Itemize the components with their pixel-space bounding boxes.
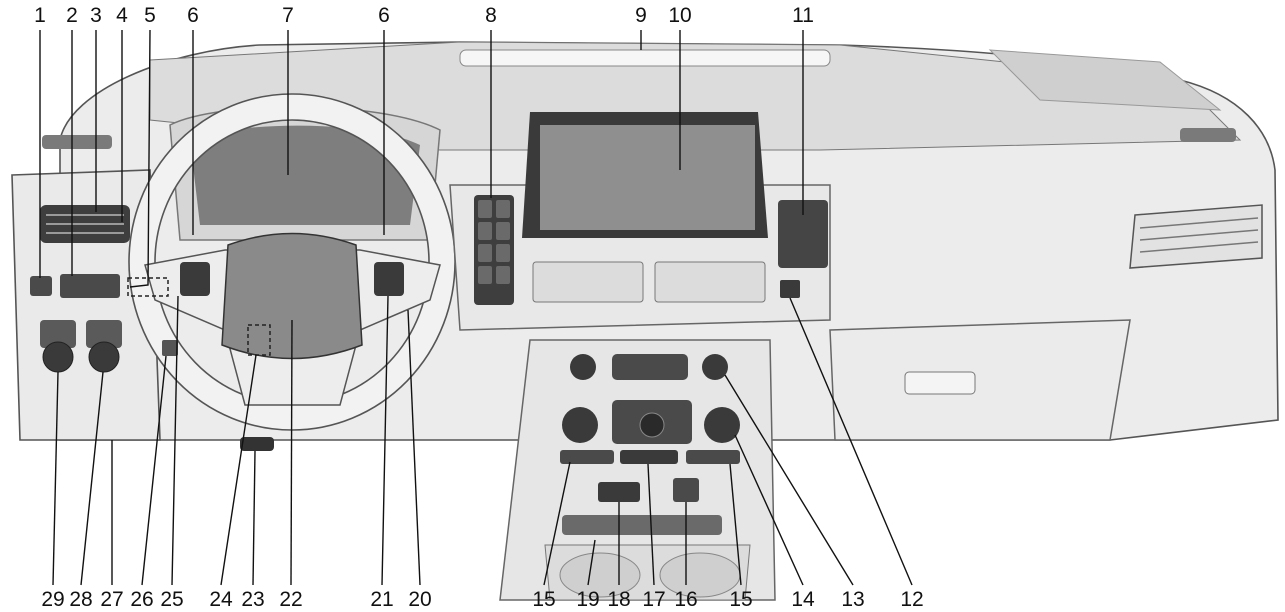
callout-number: 1	[34, 4, 46, 27]
leader-lines	[39, 29, 913, 586]
switch-bank-2	[60, 274, 120, 298]
column-lever	[162, 340, 178, 356]
climate-knob-14	[704, 407, 740, 443]
right-vent	[1129, 204, 1263, 269]
corner-vent-right	[1180, 128, 1236, 142]
callout-number: 26	[130, 588, 153, 611]
callout-number: 10	[668, 4, 691, 27]
glove-box-handle	[904, 371, 976, 395]
hazard-switch	[620, 450, 678, 464]
hood-release	[240, 437, 274, 451]
speaker-grille	[988, 49, 1222, 111]
callout-number: 12	[900, 588, 923, 611]
climate-switches-top	[612, 354, 688, 380]
defrost-vent	[459, 49, 831, 67]
instrument-cluster	[190, 125, 420, 225]
center-vent-right	[654, 261, 766, 303]
callout-number: 15	[729, 588, 752, 611]
callout-number: 2	[66, 4, 78, 27]
callout-number: 15	[532, 588, 555, 611]
corner-vent-left	[42, 135, 112, 149]
cupholder-left	[559, 552, 641, 598]
callout-number: 6	[378, 4, 390, 27]
hidden-control-24	[247, 324, 271, 356]
callout-number: 22	[279, 588, 302, 611]
callout-number: 9	[635, 4, 647, 27]
callout-number: 24	[209, 588, 233, 611]
infotainment-display	[540, 125, 755, 230]
callout-number: 19	[576, 588, 599, 611]
callout-number: 20	[408, 588, 431, 611]
right-vent-slats	[1139, 217, 1259, 253]
callout-number: 17	[642, 588, 665, 611]
callout-number: 29	[41, 588, 64, 611]
climate-knob-13	[702, 354, 728, 380]
left-vent-slats	[46, 214, 124, 234]
callout-number: 13	[841, 588, 864, 611]
passenger-button	[780, 280, 800, 298]
hidden-control-5	[127, 277, 169, 297]
callout-number: 23	[241, 588, 264, 611]
cupholder-right	[659, 552, 741, 598]
callout-number: 21	[370, 588, 393, 611]
callout-number: 6	[187, 4, 199, 27]
knob-housing-29	[40, 320, 76, 348]
glove-box	[829, 319, 1131, 441]
callout-number: 27	[100, 588, 123, 611]
seat-switch-left	[560, 450, 614, 464]
console-button-16	[673, 478, 699, 502]
callout-number: 16	[674, 588, 697, 611]
climate-knob-left-top	[570, 354, 596, 380]
callout-number: 28	[69, 588, 92, 611]
callouts-bottom: 29 28 27 26 25 24 23 22 21 20 15 19 18 1…	[41, 588, 923, 611]
knob-28	[88, 341, 120, 373]
dashboard-illustration	[11, 41, 1279, 601]
callout-number: 11	[792, 4, 814, 27]
knob-housing-28	[86, 320, 122, 348]
callout-number: 4	[116, 4, 128, 27]
callout-number: 7	[282, 4, 294, 27]
callout-number: 25	[160, 588, 183, 611]
steering-controls-left	[180, 262, 210, 296]
console-storage	[562, 515, 722, 535]
stack-button-grid	[478, 200, 510, 284]
switch-button-1	[30, 276, 52, 296]
climate-knob-left	[562, 407, 598, 443]
callout-number: 18	[607, 588, 630, 611]
seat-switch-right	[686, 450, 740, 464]
callout-number: 3	[90, 4, 102, 27]
callout-number: 14	[791, 588, 815, 611]
callouts-top: 1 2 3 4 5 6 7 6 8 9 10 11	[34, 4, 814, 27]
usb-ports	[598, 482, 640, 502]
center-vent-left	[532, 261, 644, 303]
knob-29	[42, 341, 74, 373]
right-stack-control	[778, 200, 828, 268]
steering-controls-right	[374, 262, 404, 296]
climate-center-knob	[639, 412, 665, 438]
callout-number: 8	[485, 4, 497, 27]
callout-number: 5	[144, 4, 156, 27]
